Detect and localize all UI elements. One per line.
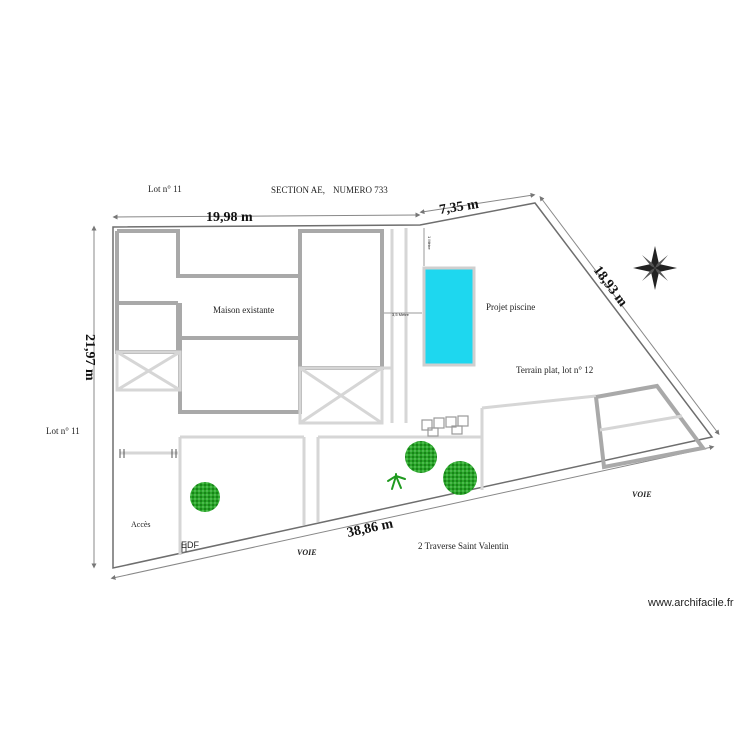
terrain-label: Terrain plat, lot n° 12 xyxy=(516,365,593,375)
tree-icon xyxy=(443,461,477,495)
lot-left-label: Lot n° 11 xyxy=(46,426,80,436)
small-plant-icon xyxy=(387,473,406,490)
steps xyxy=(421,415,469,437)
voie-bottom-label: VOIE xyxy=(297,548,317,557)
annex-divider xyxy=(599,414,683,432)
annex-building xyxy=(594,383,707,470)
address-label: 2 Traverse Saint Valentin xyxy=(418,541,509,551)
piscine-label: Projet piscine xyxy=(486,302,535,312)
acces-label: Accès xyxy=(131,520,151,529)
maison-label: Maison existante xyxy=(213,305,274,315)
numero-label: NUMERO 733 xyxy=(333,185,388,195)
watermark: www.archifacile.fr xyxy=(647,597,734,609)
pool xyxy=(422,266,476,367)
dim-top-left: 19,98 m xyxy=(206,210,253,225)
maison-walls xyxy=(115,229,384,414)
lot-top-label: Lot n° 11 xyxy=(148,184,182,194)
voie-right-label: VOIE xyxy=(632,490,652,499)
parcel-boundary xyxy=(112,202,714,569)
dim-left: 21,97 m xyxy=(82,334,97,381)
section-label: SECTION AE, xyxy=(271,185,325,195)
gate-marks xyxy=(119,449,187,552)
pool-offset-h-label: 3,5 Mètre xyxy=(392,312,410,317)
dim-top-right: 7,35 m xyxy=(438,197,480,218)
compass-rose-icon xyxy=(633,246,677,290)
light-walls xyxy=(115,228,597,555)
pool-offset-v-label: 1 Mètre xyxy=(427,236,432,250)
edf-label: EDF xyxy=(181,540,200,550)
dim-bottom: 38,86 m xyxy=(346,516,395,540)
tree-icon xyxy=(405,441,437,473)
tree-icon xyxy=(190,482,220,512)
dimension-lines xyxy=(91,192,720,580)
